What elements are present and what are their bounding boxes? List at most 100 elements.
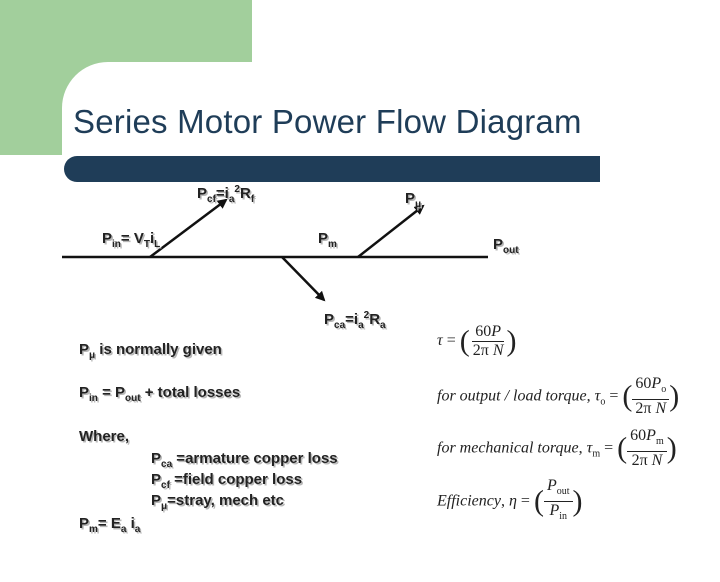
eq2-open-paren: ( (622, 379, 633, 413)
def-pm-sub: m (89, 524, 98, 535)
note-pcf-def: Pcf =field copper loss (151, 471, 302, 491)
eq4-eta: η (508, 492, 517, 510)
eq3-equals: = (604, 439, 614, 457)
eq2-den-2pi: 2π (635, 400, 652, 418)
eq3-comma: , (578, 439, 583, 457)
pca-main: P (324, 311, 335, 328)
pin-sub: in (112, 239, 121, 250)
note-pin-balance: Pin = Pout + total losses (79, 384, 240, 404)
eq3-close-paren: ) (666, 431, 677, 465)
power-flow-diagram (62, 198, 488, 302)
pcf-rsub: f (250, 194, 255, 205)
def-pcf-rest: =field copper loss (169, 471, 303, 488)
pmu-main: P (405, 190, 416, 207)
eq4-open-paren: ( (533, 484, 544, 518)
stray-loss-arrow (357, 204, 425, 258)
pcf-sub: cf (207, 194, 216, 205)
eq4-close-paren: ) (572, 484, 583, 518)
eq2-close-paren: ) (669, 379, 680, 413)
eq3-tau-sub: m (592, 448, 601, 460)
pca-rsub: a (380, 320, 386, 331)
eq2-fraction: 60Po 2π N (632, 375, 670, 418)
eq4-text: Efficiency (437, 492, 501, 510)
eq1-den-2pi: 2π (472, 342, 489, 359)
pcf-r: R (239, 185, 251, 202)
note-pmu-given: Pμ is normally given (79, 341, 222, 361)
eq2-text: for output / load torque (437, 387, 587, 405)
note2-p1: P (79, 384, 90, 401)
eq2-den-n: N (655, 400, 667, 418)
eq2-comma: , (586, 387, 591, 405)
pin-main: P (102, 230, 113, 247)
pca-sub: ca (334, 320, 346, 331)
eq4-num-p: P (546, 477, 557, 494)
pin-isub: L (154, 239, 161, 250)
note2-rest: + total losses (140, 384, 241, 401)
pmu-label: Pμ (405, 190, 421, 210)
eq1-equals: = (446, 332, 456, 350)
def-pm-isub: a (134, 524, 141, 535)
eq4-equals: = (520, 492, 530, 510)
pin-vsub: T (143, 239, 150, 250)
def-pm-p: P (79, 515, 90, 532)
pout-main: P (493, 236, 504, 253)
pout-label: Pout (493, 236, 519, 256)
eq3-num-60: 60 (630, 427, 647, 444)
eq3-den-2pi: 2π (631, 452, 648, 470)
def-pca-rest: =armature copper loss (172, 450, 338, 467)
pin-i: i (149, 230, 155, 247)
def-pca-p: P (151, 450, 162, 467)
pm-label: Pm (318, 230, 337, 250)
note2-sub2: out (125, 393, 141, 404)
pin-label: Pin= VTiL (102, 230, 160, 250)
note1-p: P (79, 341, 90, 358)
eq1-close-paren: ) (506, 324, 517, 358)
eq2-num-60: 60 (635, 375, 652, 392)
eq3-tau: τ (586, 439, 593, 457)
def-pca-sub: ca (161, 459, 173, 470)
note2-mid: = P (97, 384, 126, 401)
note1-rest: is normally given (95, 341, 222, 358)
eq3-text: for mechanical torque (437, 439, 579, 457)
eq2-num-sub: o (661, 384, 667, 396)
eq1-num-p: P (491, 323, 502, 340)
eq4-num-sub: out (556, 486, 570, 498)
def-pcf-p: P (151, 471, 162, 488)
eq3-fraction: 60Pm 2π N (627, 427, 667, 470)
pin-eq: = V (120, 230, 144, 247)
pca-sup: 2 (363, 310, 370, 321)
pcf-main: P (197, 185, 208, 202)
eq2-tau: τ (594, 387, 601, 405)
pcf-eq: =i (215, 185, 229, 202)
eq3-den-n: N (651, 452, 663, 470)
eq3-open-paren: ( (617, 431, 628, 465)
eq4-den-sub: in (559, 511, 567, 523)
pca-isub: a (358, 320, 364, 331)
eq1-num-60: 60 (475, 323, 492, 340)
def-pmu-mu: μ (161, 501, 168, 512)
eq2-tau-sub: o (600, 396, 606, 408)
pcf-label: Pcf=ia2Rf (197, 184, 254, 205)
def-pm-mid: = E (97, 515, 121, 532)
title-underline-bar (64, 156, 600, 182)
eq3-num-p: P (646, 427, 656, 444)
note-where: Where, (79, 428, 130, 445)
def-pcf-sub: cf (161, 480, 170, 491)
pca-eq: =i (345, 311, 359, 328)
eq3-num-sub: m (655, 436, 664, 448)
pcf-isub: a (228, 194, 235, 205)
eq4-den-p: P (549, 502, 560, 520)
note-pm-def: Pm= Ea ia (79, 515, 140, 535)
eq1-tau: τ (437, 332, 443, 350)
pm-sub: m (328, 239, 337, 250)
slide-title: Series Motor Power Flow Diagram (73, 103, 582, 140)
eq2-num-p: P (651, 375, 662, 392)
def-pm-i: i (126, 515, 135, 532)
slide-card (62, 62, 720, 582)
